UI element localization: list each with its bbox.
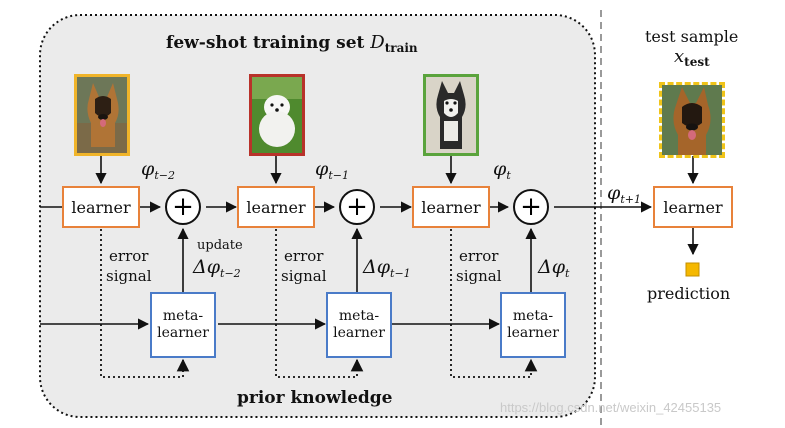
learner-box-1: learner	[62, 186, 140, 228]
meta-learner-line2-1: learner	[157, 325, 209, 341]
phi-label-test: φt+1	[607, 182, 641, 206]
phi-sub-test: t+1	[620, 193, 641, 206]
delta-phi-label-3: Δφt	[538, 256, 569, 280]
german-shepherd-image	[77, 77, 127, 153]
prediction-marker	[685, 262, 700, 277]
learner-box-2: learner	[237, 186, 315, 228]
delta-phi-sub-3: t	[565, 267, 570, 280]
learner-box-3: learner	[412, 186, 490, 228]
learner-label-3: learner	[421, 197, 481, 217]
training-set-title-text: few-shot training set	[166, 33, 371, 53]
samoyed-image	[252, 77, 302, 153]
error-signal-line1-3: error	[459, 247, 499, 265]
error-signal-line1-1: error	[109, 247, 149, 265]
phi-label-1: φt−2	[141, 158, 175, 182]
phi-symbol-test: φ	[607, 182, 621, 204]
test-sample-symbol: x	[674, 46, 685, 67]
phi-label-2: φt−1	[315, 158, 349, 182]
meta-learner-box-3: meta- learner	[500, 292, 566, 358]
plus-icon-1: +	[165, 189, 201, 225]
error-signal-label-1: error signal	[106, 246, 152, 286]
phi-symbol-3: φ	[493, 158, 507, 180]
test-sample-symbol-label: xtest	[674, 46, 710, 69]
meta-learner-line1-3: meta-	[512, 308, 554, 324]
test-learner-label: learner	[663, 197, 723, 217]
delta-phi-sub-2: t−1	[390, 267, 411, 280]
phi-sub-3: t	[506, 169, 511, 182]
error-signal-label-3: error signal	[456, 246, 502, 286]
delta-phi-label-2: Δφt−1	[363, 256, 411, 280]
meta-learner-box-2: meta- learner	[326, 292, 392, 358]
husky-image	[426, 77, 476, 153]
meta-learner-line1-1: meta-	[162, 308, 204, 324]
phi-label-3: φt	[493, 158, 511, 182]
phi-symbol-2: φ	[315, 158, 329, 180]
plus-icon-3: +	[513, 189, 549, 225]
error-signal-line2-2: signal	[281, 267, 327, 285]
watermark: https://blog.csdn.net/weixin_42455135	[500, 400, 722, 415]
delta-phi-symbol-3: Δφ	[538, 256, 566, 278]
delta-phi-label-1: Δφt−2	[193, 256, 241, 280]
husky-photo	[423, 74, 479, 156]
german-shepherd-photo	[74, 74, 130, 156]
error-signal-line1-2: error	[284, 247, 324, 265]
learner-label-1: learner	[71, 197, 131, 217]
test-sample-title: test sample	[645, 27, 739, 46]
phi-symbol-1: φ	[141, 158, 155, 180]
meta-learner-box-1: meta- learner	[150, 292, 216, 358]
training-set-symbol: D	[370, 32, 385, 53]
prior-knowledge-label: prior knowledge	[237, 388, 393, 408]
phi-sub-2: t−1	[328, 169, 349, 182]
delta-phi-symbol-1: Δφ	[193, 256, 221, 278]
test-sample-subscript: test	[684, 55, 710, 69]
training-set-subscript: train	[384, 41, 418, 55]
error-signal-label-2: error signal	[281, 246, 327, 286]
learner-label-2: learner	[246, 197, 306, 217]
plus-symbol-2: +	[346, 192, 368, 222]
meta-learner-line1-2: meta-	[338, 308, 380, 324]
plus-symbol-3: +	[520, 192, 542, 222]
update-text: update	[197, 238, 243, 253]
samoyed-photo	[249, 74, 305, 156]
error-signal-line2-3: signal	[456, 267, 502, 285]
delta-phi-symbol-2: Δφ	[363, 256, 391, 278]
test-german-shepherd-image	[662, 85, 722, 155]
training-set-title: few-shot training set Dtrain	[166, 32, 418, 55]
plus-symbol-1: +	[172, 192, 194, 222]
prediction-label: prediction	[647, 284, 731, 303]
phi-sub-1: t−2	[154, 169, 175, 182]
test-german-shepherd-photo	[659, 82, 725, 158]
error-signal-line2-1: signal	[106, 267, 152, 285]
test-learner-box: learner	[653, 186, 733, 228]
meta-learner-line2-3: learner	[507, 325, 559, 341]
delta-phi-sub-1: t−2	[220, 267, 241, 280]
plus-icon-2: +	[339, 189, 375, 225]
meta-learner-line2-2: learner	[333, 325, 385, 341]
